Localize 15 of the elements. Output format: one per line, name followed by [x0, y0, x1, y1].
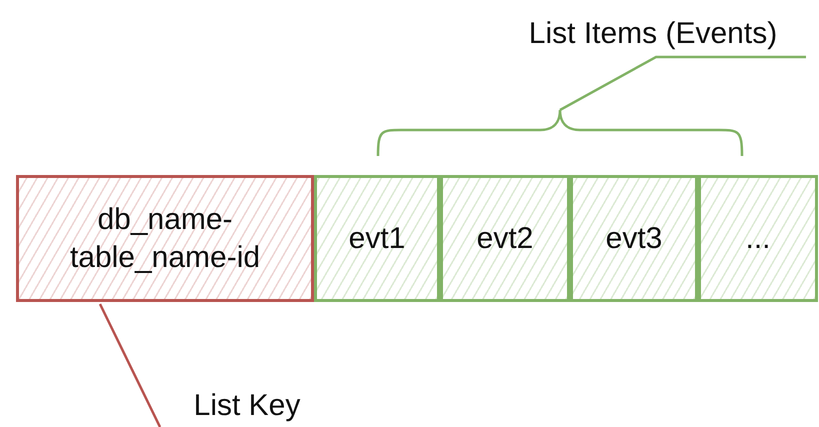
leader-line — [559, 56, 806, 112]
leader-line — [98, 303, 162, 427]
list-item-box — [314, 175, 440, 302]
cell-text: evt1 — [348, 220, 406, 257]
cell-text: evt2 — [476, 220, 534, 257]
cell-text: evt3 — [606, 220, 662, 257]
callout-text: List Items (Events) — [528, 16, 778, 52]
list-item-box — [570, 175, 698, 302]
cell-text: ... — [745, 220, 770, 257]
curly-bracket — [376, 108, 744, 156]
list-key-box — [16, 175, 314, 302]
list-item-box — [440, 175, 570, 302]
list-item-box — [698, 175, 818, 302]
callout-text: List Key — [194, 388, 300, 424]
cell-text: db_name- table_name-id — [68, 202, 262, 276]
